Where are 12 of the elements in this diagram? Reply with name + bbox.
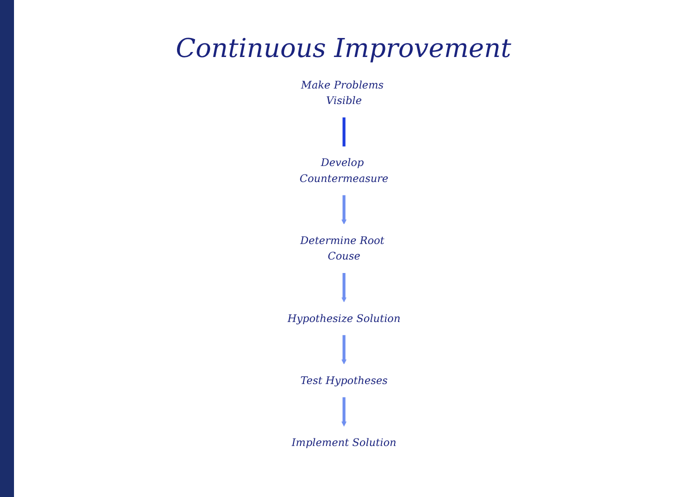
center-label: Continuous Improvement	[176, 34, 512, 64]
arrow	[340, 194, 346, 224]
node-text: Determine Root Couse	[300, 234, 384, 262]
arrow	[340, 396, 346, 426]
node-text: Implement Solution	[291, 436, 396, 448]
node-text: Make Problems Visible	[300, 78, 384, 106]
node-text: Hypothesize Solution	[287, 312, 400, 324]
arrow	[340, 334, 346, 364]
arrow	[340, 272, 346, 302]
node-text: Develop Countermeasure	[299, 156, 388, 184]
node-text: Test Hypotheses	[300, 374, 388, 386]
connector	[342, 116, 345, 146]
